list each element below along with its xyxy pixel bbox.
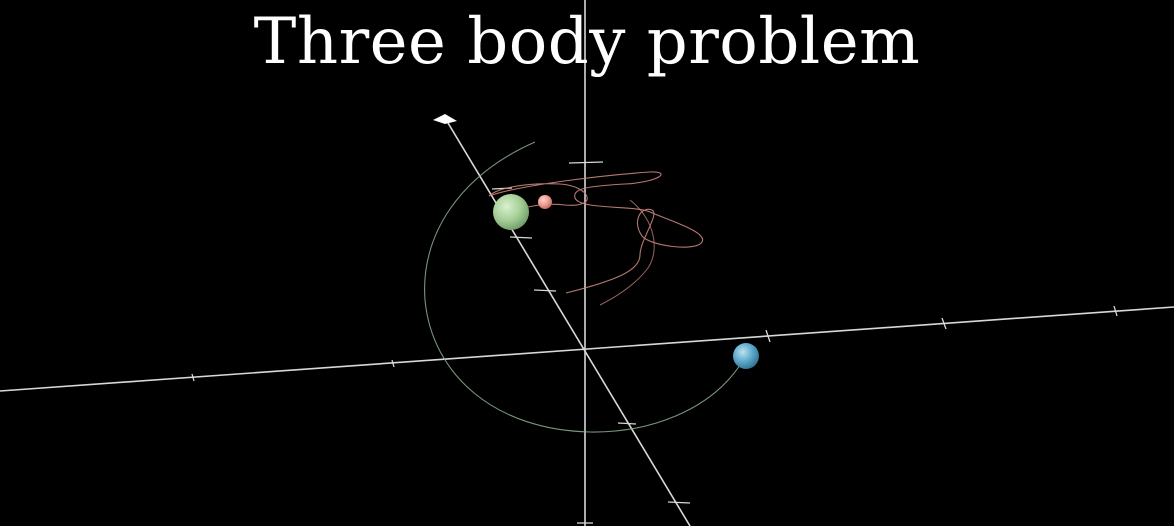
x-tick xyxy=(1113,305,1118,317)
y-tick xyxy=(667,501,691,504)
y-tick xyxy=(509,236,533,239)
green-orbit-trail xyxy=(424,141,741,433)
red-orbit-trail xyxy=(488,171,703,294)
z-axis xyxy=(568,0,604,526)
y-axis-arrowhead xyxy=(433,114,457,124)
blue-body xyxy=(733,343,759,369)
x-axis-ticks xyxy=(191,305,1118,382)
y-axis-line xyxy=(444,117,691,526)
red-orbit-trail-segment xyxy=(599,199,655,306)
x-tick xyxy=(765,329,771,343)
y-axis-ticks xyxy=(491,187,691,504)
x-tick xyxy=(941,317,947,330)
z-tick xyxy=(568,161,604,164)
y-tick xyxy=(617,422,637,425)
y-tick xyxy=(533,289,557,292)
x-tick xyxy=(391,359,395,368)
x-axis xyxy=(0,305,1174,392)
y-axis xyxy=(433,114,691,526)
x-tick xyxy=(191,373,195,382)
page-title: Three body problem xyxy=(253,5,921,79)
z-axis-ticks xyxy=(568,161,604,524)
red-body xyxy=(538,195,552,209)
green-body xyxy=(493,194,529,230)
x-axis-line xyxy=(0,306,1174,392)
